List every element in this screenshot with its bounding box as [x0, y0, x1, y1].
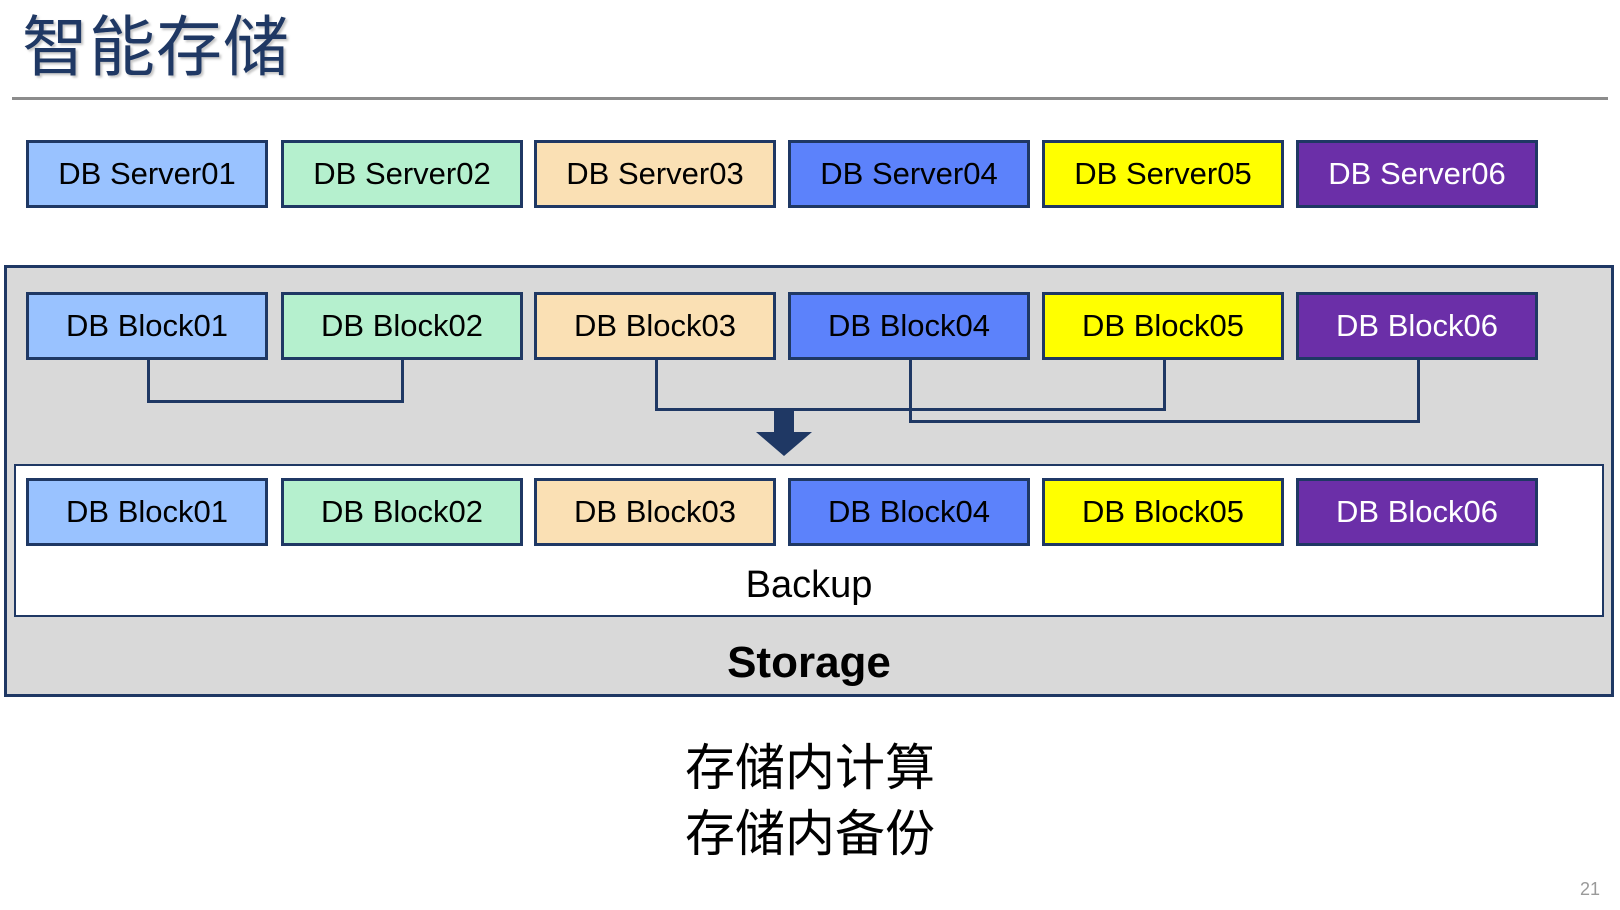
connector-block01-block02-bottom [147, 400, 404, 403]
page-title: 智能存储 [22, 10, 290, 84]
backup-db-block-box-5: DB Block05 [1042, 478, 1284, 546]
caption-line-1: 存储内计算 [685, 740, 935, 796]
db-block-box-1: DB Block01 [26, 292, 268, 360]
db-server-box-2: DB Server02 [281, 140, 523, 208]
connector-block04-block06-bottom [909, 420, 1420, 423]
backup-label: Backup [745, 564, 873, 606]
connector-block04-block06-left [909, 360, 912, 420]
backup-db-block-box-1: DB Block01 [26, 478, 268, 546]
connector-block01-block02-right [401, 360, 404, 400]
connector-block04-block06-right [1417, 360, 1420, 420]
db-block-box-6: DB Block06 [1296, 292, 1538, 360]
db-block-box-5: DB Block05 [1042, 292, 1284, 360]
storage-label: Storage [727, 638, 891, 687]
db-block-box-3: DB Block03 [534, 292, 776, 360]
backup-db-block-box-3: DB Block03 [534, 478, 776, 546]
backup-db-block-box-2: DB Block02 [281, 478, 523, 546]
db-server-box-3: DB Server03 [534, 140, 776, 208]
connector-block01-block02-left [147, 360, 150, 400]
db-block-box-2: DB Block02 [281, 292, 523, 360]
db-block-box-4: DB Block04 [788, 292, 1030, 360]
connector-block03-block05-left [655, 360, 658, 408]
page-number: 21 [1579, 879, 1600, 899]
db-server-box-4: DB Server04 [788, 140, 1030, 208]
title-divider [12, 97, 1608, 100]
db-server-box-6: DB Server06 [1296, 140, 1538, 208]
connector-block03-block05-right [1163, 360, 1166, 408]
db-server-box-5: DB Server05 [1042, 140, 1284, 208]
backup-db-block-box-4: DB Block04 [788, 478, 1030, 546]
caption: 存储内计算 存储内备份 [0, 735, 1620, 867]
downward-transfer-arrow [756, 408, 812, 456]
db-server-box-1: DB Server01 [26, 140, 268, 208]
backup-db-block-box-6: DB Block06 [1296, 478, 1538, 546]
caption-line-2: 存储内备份 [685, 806, 935, 862]
